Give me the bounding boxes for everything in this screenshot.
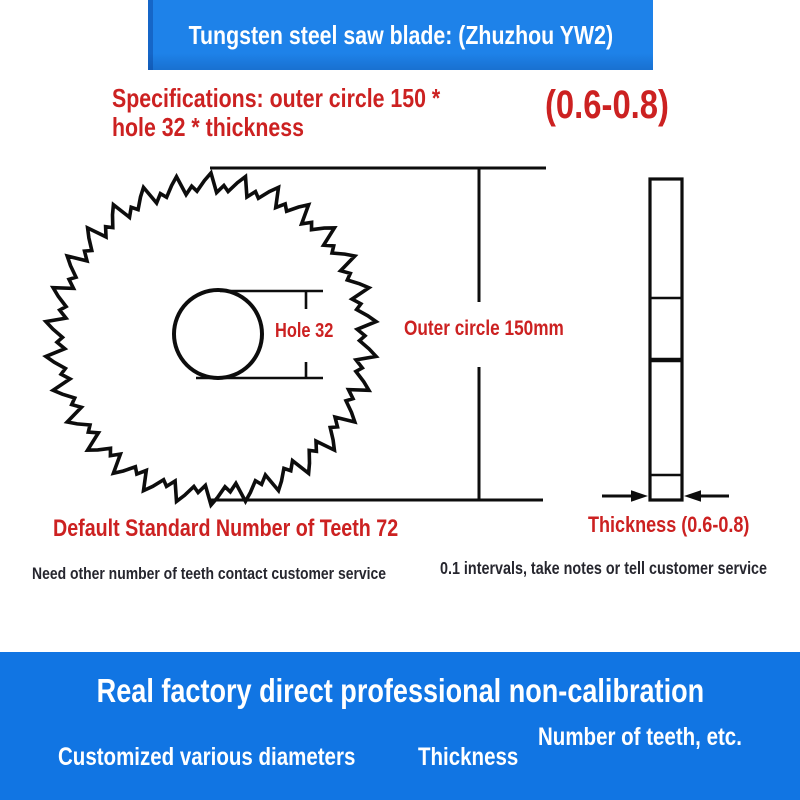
specs-line1: Specifications: outer circle 150 * [112,83,441,113]
outer-circle-label: Outer circle 150mm [404,317,599,341]
footer-item-thickness: Thickness [418,743,540,772]
side-view-body [648,177,684,502]
thickness-label: Thickness (0.6-0.8) [588,512,785,538]
footer-item-diameters-text: Customized various diameters [58,743,356,771]
product-title: Tungsten steel saw blade: (Zhuzhou YW2) [188,19,613,50]
specs-text: Specifications: outer circle 150 * hole … [112,84,512,142]
footer-item-teeth: Number of teeth, etc. [538,723,742,751]
thickness-note: 0.1 intervals, take notes or tell custom… [440,558,800,579]
thickness-range-value: (0.6-0.8) [545,83,669,127]
thickness-range-text: (0.6-0.8) [545,83,696,128]
outer-circle-label-text: Outer circle 150mm [404,317,564,340]
footer-banner: Real factory direct professional non-cal… [0,652,800,800]
side-view [648,177,684,502]
specs-line2: hole 32 * thickness [112,112,304,142]
hole-label-text: Hole 32 [275,320,334,342]
thickness-arrow-right-head [684,490,701,502]
default-teeth-value: Default Standard Number of Teeth 72 [53,515,399,542]
footer-item-diameters: Customized various diameters [58,743,421,772]
teeth-note: Need other number of teeth contact custo… [32,564,464,584]
arbor-hole [172,288,264,380]
footer-item-thickness-text: Thickness [418,743,519,771]
teeth-note-text: Need other number of teeth contact custo… [32,564,387,583]
title-banner: Tungsten steel saw blade: (Zhuzhou YW2) [148,0,653,70]
thickness-note-text: 0.1 intervals, take notes or tell custom… [440,558,768,578]
footer-heading: Real factory direct professional non-cal… [0,672,800,710]
outer-dimension-lines [210,166,546,502]
thickness-arrow-left-head [631,490,648,502]
hole-dimension-lines [196,289,323,380]
thickness-arrows [602,490,729,502]
footer-heading-text: Real factory direct professional non-cal… [96,672,704,709]
default-teeth-text: Default Standard Number of Teeth 72 [53,515,474,543]
thickness-label-text: Thickness (0.6-0.8) [588,512,750,537]
hole-label: Hole 32 [275,320,346,343]
